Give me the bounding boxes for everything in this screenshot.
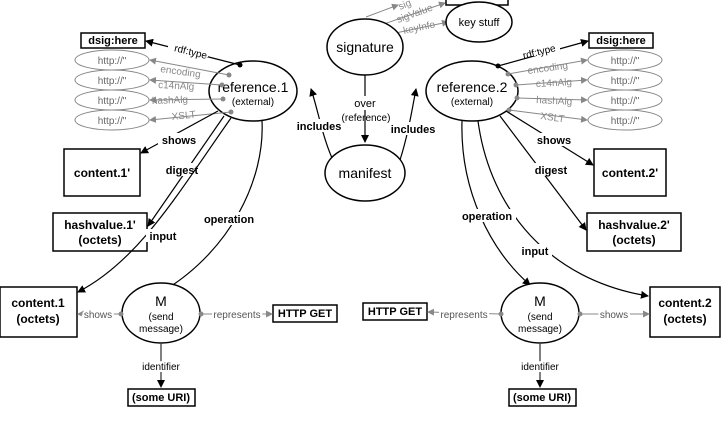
hashvalue-2-line1: hashvalue.2' — [598, 218, 670, 232]
edge-label-operation-right: operation — [462, 211, 512, 223]
dsig-here-right-label: dsig:here — [596, 35, 646, 47]
http-left-group: http://" http://" http://" http://" — [74, 49, 150, 131]
key-stuff-label: key stuff — [459, 17, 501, 29]
represents-right-edge — [427, 308, 504, 317]
content-2p-label: content.2' — [602, 166, 658, 180]
edge-label-reference: (reference) — [342, 113, 391, 124]
edge-label-input-left: input — [150, 231, 177, 243]
edge-label-operation-left: operation — [204, 214, 254, 226]
content-1-node — [0, 286, 78, 338]
edge-label-shows-left-bottom: shows — [84, 310, 112, 321]
edge-label-shows-right: shows — [537, 135, 571, 147]
edge-label-hashalg-right: hashAlg — [536, 95, 573, 108]
edge-label-encoding-left: encoding — [160, 64, 202, 81]
edge-label-hashalg-left: hashAlg — [152, 95, 189, 107]
edge-label-xslt-right: XSLT — [540, 111, 566, 125]
http-left-2-label: http://" — [98, 76, 127, 87]
http-right-2-label: http://" — [611, 76, 640, 87]
http-left-3-label: http://" — [98, 96, 127, 107]
content-2-line1: content.2 — [658, 296, 712, 310]
content-1-line1: content.1 — [11, 296, 65, 310]
http-left-4-label: http://" — [98, 116, 127, 127]
uri-left-label: (some URI) — [132, 392, 190, 404]
manifest-node — [324, 144, 406, 202]
edge-label-encoding-right: encoding — [527, 60, 569, 77]
hashvalue-2-node — [586, 212, 682, 252]
m-left-line2: (send — [148, 312, 173, 323]
http-left-1-label: http://" — [98, 56, 127, 67]
uri-left-node — [127, 388, 196, 407]
m-right-line3: message) — [518, 324, 562, 335]
edge-label-digest-left: digest — [166, 165, 199, 177]
m-right-title: M — [534, 293, 546, 309]
edge-label-represents-left: represents — [213, 310, 260, 321]
edge-label-sig: sig — [397, 0, 413, 13]
key-stuff-node — [445, 1, 513, 43]
hashvalue-2-line2: (octets) — [612, 233, 655, 247]
uri-right-node — [508, 388, 577, 407]
hashvalue-1-node — [52, 212, 148, 252]
edge-label-c14nalg-right: c14nAlg — [536, 77, 573, 90]
attr-edges-left — [149, 57, 234, 123]
input-right-edge — [477, 120, 649, 299]
http-right-4 — [587, 109, 663, 131]
dsig-here-right — [588, 32, 654, 49]
reference-2-label: reference.2 — [437, 79, 508, 95]
content-2-node — [649, 286, 721, 338]
edge-label-xslt-left: XSLT — [171, 110, 196, 123]
reference-2-node — [425, 60, 519, 122]
hashvalue-1-line1: hashvalue.1' — [64, 218, 136, 232]
http-left-4 — [74, 109, 150, 131]
content-1p-node — [63, 148, 141, 197]
edge-label-identifier-right: identifier — [521, 362, 559, 373]
edge-label-represents-right: represents — [440, 310, 487, 321]
dsig-here-left-label: dsig:here — [88, 35, 138, 47]
content-1-line2: (octets) — [16, 312, 59, 326]
http-right-1-label: http://" — [611, 56, 640, 67]
operation-right-edge — [461, 120, 531, 286]
edge-label-shows-left: shows — [162, 135, 196, 147]
edge-label-identifier-left: identifier — [142, 362, 180, 373]
http-right-3-label: http://" — [611, 96, 640, 107]
shows-left-edge — [140, 110, 219, 154]
edge-label-input-right: input — [522, 246, 549, 258]
http-get-right-node — [362, 302, 428, 321]
uri-right-label: (some URI) — [513, 392, 571, 404]
hashvalue-1-line2: (octets) — [78, 233, 121, 247]
m-left-line3: message) — [139, 324, 183, 335]
http-right-4-label: http://" — [611, 116, 640, 127]
edge-label-includes-right: includes — [391, 124, 436, 136]
content-2p-node — [593, 148, 667, 197]
edge-label-over: over — [354, 98, 376, 110]
http-right-group: http://" http://" http://" http://" — [587, 49, 663, 131]
attr-edges-right — [505, 57, 588, 123]
signature-label: signature — [336, 39, 394, 55]
edge-label-digest-right: digest — [535, 165, 568, 177]
manifest-label: manifest — [339, 165, 392, 181]
content-1p-label: content.1' — [74, 166, 130, 180]
m-right-line2: (send — [527, 312, 552, 323]
input-left-edge — [77, 117, 232, 293]
reference-1-sub: (external) — [232, 97, 274, 108]
m-left-title: M — [155, 293, 167, 309]
edge-label-shows-right-bottom: shows — [600, 310, 628, 321]
http-get-right-label: HTTP GET — [368, 306, 422, 318]
http-get-left-node — [272, 304, 338, 323]
reference-1-label: reference.1 — [218, 79, 289, 95]
edge-label-includes-left: includes — [297, 121, 342, 133]
http-get-left-label: HTTP GET — [278, 308, 332, 320]
reference-2-sub: (external) — [451, 97, 493, 108]
dsig-here-left — [80, 32, 146, 49]
edge-label-c14nalg-left: c14nAlg — [158, 80, 195, 93]
content-2-line2: (octets) — [663, 312, 706, 326]
